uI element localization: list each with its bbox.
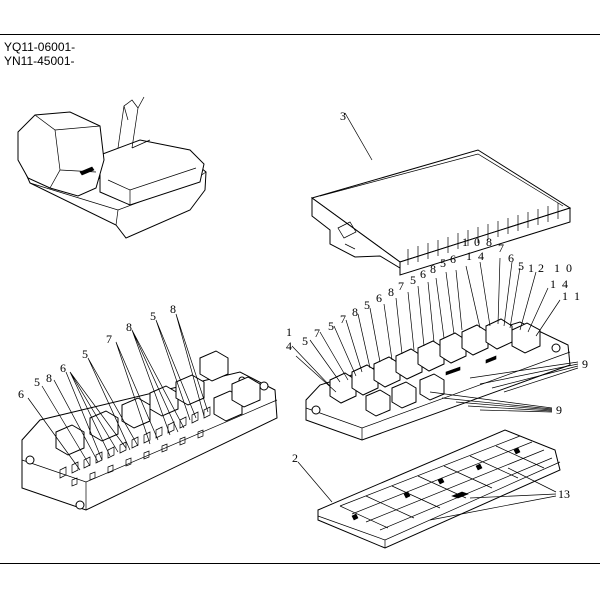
callout-left-6: 7: [106, 332, 112, 346]
callout-top-4: 1: [466, 249, 472, 263]
callout-right-16: 6: [450, 252, 456, 266]
callout-top-13: 1: [550, 277, 556, 291]
callout-9-upper: 9: [582, 357, 588, 371]
callout-right-9: 6: [376, 291, 382, 305]
callout-left-4: 6: [60, 361, 66, 375]
callout-9-lower: 9: [556, 403, 562, 417]
callout-right-1: 1: [286, 325, 292, 339]
callout-top-15: 1: [562, 289, 568, 303]
callout-right-2: 4: [286, 339, 292, 353]
callout-right-3: 5: [302, 334, 308, 348]
callout-left-9: 8: [170, 302, 176, 316]
callout-right-11: 7: [398, 279, 404, 293]
callout-top-12: 0: [566, 261, 572, 275]
callout-right-13: 6: [420, 267, 426, 281]
callout-right-6: 7: [340, 312, 346, 326]
callout-top-7: 6: [508, 251, 514, 265]
callout-3-cover: 3: [340, 109, 346, 123]
callout-top-8: 5: [518, 259, 524, 273]
callout-right-14: 8: [430, 262, 436, 276]
callout-right-7: 8: [352, 305, 358, 319]
right-fuse-block: [291, 257, 579, 441]
seat-illustration: [17, 96, 207, 239]
callout-left-2: 5: [34, 375, 40, 389]
callout-top-11: 1: [554, 261, 560, 275]
serial-range-1: YQ11-06001-: [4, 40, 76, 54]
callout-right-15: 5: [440, 256, 446, 270]
fuse-box-cover: [310, 112, 572, 276]
callout-leader-cover: [344, 112, 373, 161]
callout-top-16: 1: [574, 289, 580, 303]
left-fuse-block: [21, 313, 278, 511]
callout-top-10: 2: [538, 261, 544, 275]
callout-right-12: 5: [410, 273, 416, 287]
fuse-box-base: [297, 429, 561, 549]
callout-left-5: 5: [82, 347, 88, 361]
callout-left-7: 8: [126, 320, 132, 334]
callout-top-1: 1: [462, 235, 468, 249]
callout-right-10: 8: [388, 285, 394, 299]
callout-top-6: 7: [498, 241, 504, 255]
callout-top-2: 0: [474, 235, 480, 249]
callout-2-base: 2: [292, 451, 298, 465]
callout-top-5: 4: [478, 249, 484, 263]
serial-range-2: YN11-45001-: [4, 54, 75, 68]
callout-right-4: 7: [314, 326, 320, 340]
callout-top-9: 1: [528, 261, 534, 275]
callout-left-1: 6: [18, 387, 24, 401]
callout-top-3: 8: [486, 235, 492, 249]
callout-top-14: 4: [562, 277, 568, 291]
callout-left-8: 5: [150, 309, 156, 323]
callout-right-5: 5: [328, 319, 334, 333]
callout-13-relays: 13: [558, 487, 570, 501]
callout-right-8: 5: [364, 298, 370, 312]
callout-left-3: 8: [46, 371, 52, 385]
